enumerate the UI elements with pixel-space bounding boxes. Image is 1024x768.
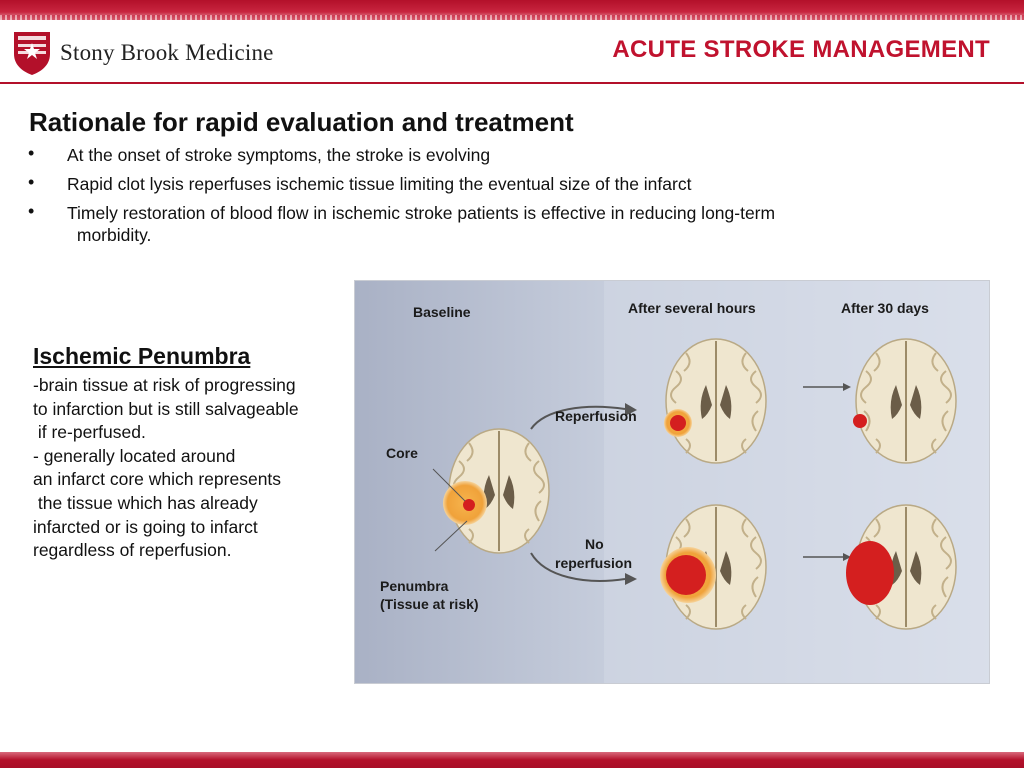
bullet-text: At the onset of stroke symptoms, the str… (67, 145, 491, 165)
penumbra-line: an infarct core which represents (33, 469, 282, 490)
label-reperfusion: Reperfusion (555, 408, 637, 424)
bullet-text-continuation: morbidity. (72, 225, 152, 245)
penumbra-line: to infarction but is still salvageable (33, 398, 299, 419)
rationale-heading: Rationale for rapid evaluation and treat… (29, 107, 574, 137)
label-tissue-at-risk: (Tissue at risk) (380, 596, 479, 612)
bullet-item: • At the onset of stroke symptoms, the s… (28, 143, 928, 166)
penumbra-line: infarcted or is going to infarct (33, 516, 258, 537)
reperfused-brain-hours-image (664, 338, 767, 464)
shield-logo-icon (14, 32, 50, 75)
stroke-progression-figure: Baseline After several hours After 30 da… (354, 280, 990, 684)
penumbra-line: regardless of reperfusion. (33, 540, 232, 561)
label-after-30-days: After 30 days (841, 300, 929, 316)
bottom-decorative-band (0, 752, 1024, 768)
label-after-several-hours: After several hours (628, 300, 756, 316)
bullet-text: Timely restoration of blood flow in isch… (67, 203, 776, 223)
header-divider (0, 82, 1024, 84)
penumbra-line: -brain tissue at risk of progressing (33, 375, 296, 395)
core-pointer-line (432, 468, 466, 502)
bullet-text: Rapid clot lysis reperfuses ischemic tis… (67, 174, 692, 194)
label-no: No (585, 536, 604, 552)
penumbra-line: - generally located around (33, 445, 236, 466)
penumbra-line: if re-perfused. (33, 422, 146, 443)
bullet-icon: • (28, 143, 35, 163)
bullet-icon: • (28, 172, 35, 192)
penumbra-pointer-line (434, 520, 468, 552)
top-decorative-band (0, 0, 1024, 20)
reperfusion-arrow (530, 405, 626, 430)
baseline-core-region (463, 499, 475, 511)
label-baseline: Baseline (413, 304, 471, 320)
logo-name-stony-brook: Stony Brook (60, 40, 180, 65)
label-penumbra: Penumbra (380, 578, 449, 594)
penumbra-heading: Ischemic Penumbra (33, 343, 251, 369)
logo-wordmark: Stony Brook Medicine (60, 40, 274, 66)
stony-brook-logo: Stony Brook Medicine (12, 30, 274, 76)
bullet-icon: • (28, 201, 35, 221)
label-no-reperfusion: reperfusion (555, 555, 632, 571)
label-core: Core (386, 445, 418, 461)
reperfused-brain-30-days-image (853, 338, 957, 464)
bullet-item: • Rapid clot lysis reperfuses ischemic t… (28, 172, 928, 195)
non-reperfused-brain-30-days-image (846, 504, 957, 630)
stroke-progression-diagram: Baseline After several hours After 30 da… (355, 281, 989, 683)
ischemic-penumbra-section: Ischemic Penumbra -brain tissue at risk … (33, 342, 353, 563)
logo-name-medicine: Medicine (185, 40, 274, 65)
bullet-item: • Timely restoration of blood flow in is… (28, 201, 928, 246)
non-reperfused-brain-hours-image (660, 504, 767, 630)
baseline-brain-image (443, 428, 550, 554)
penumbra-line: the tissue which has already (33, 492, 258, 513)
no-reperfusion-arrow (530, 552, 626, 582)
slide-title: ACUTE STROKE MANAGEMENT (612, 36, 990, 63)
rationale-bullet-list: • At the onset of stroke symptoms, the s… (28, 143, 928, 253)
